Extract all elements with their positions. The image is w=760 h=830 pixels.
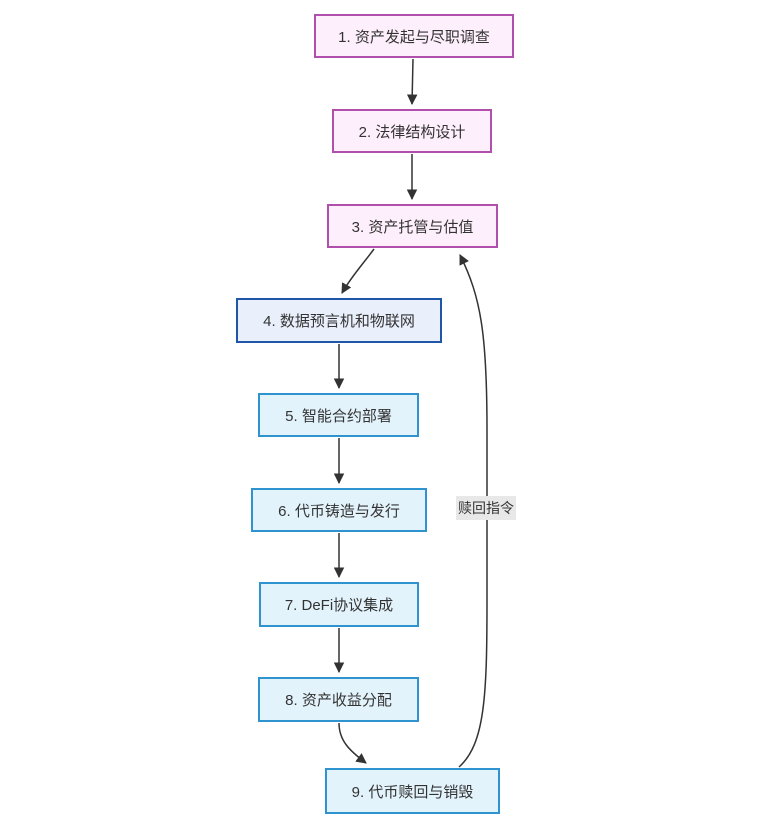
- flow-node-smart-contract: 5. 智能合约部署: [258, 393, 419, 437]
- flow-node-token-redemption: 9. 代币赎回与销毁: [325, 768, 500, 814]
- flow-node-token-minting: 6. 代币铸造与发行: [251, 488, 427, 532]
- flow-node-revenue-distribution: 8. 资产收益分配: [258, 677, 419, 722]
- edge-1-2: [406, 58, 418, 106]
- flow-node-oracle-iot: 4. 数据预言机和物联网: [236, 298, 442, 343]
- flow-node-custody-valuation: 3. 资产托管与估值: [327, 204, 498, 248]
- edge-8-9: [338, 722, 367, 764]
- edge-3-4: [341, 248, 375, 294]
- flow-node-defi-integration: 7. DeFi协议集成: [259, 582, 419, 627]
- flow-node-asset-origination: 1. 资产发起与尽职调查: [314, 14, 514, 58]
- edge-label-redemption-order: 赎回指令: [456, 496, 516, 521]
- flow-node-legal-structure: 2. 法律结构设计: [332, 109, 492, 153]
